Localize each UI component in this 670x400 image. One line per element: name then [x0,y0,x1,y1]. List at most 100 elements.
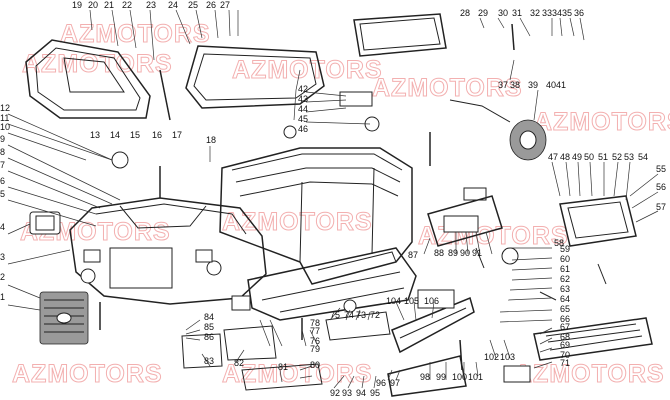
callout-number: 65 [560,304,570,314]
callout-number: 72 [370,310,380,320]
callout-number: 10 [0,122,10,132]
callout-number: 8 [0,147,5,157]
lower-door-trim [391,289,475,354]
callout-number: 69 [560,340,570,350]
callout-number: 47 [548,152,558,162]
front-cowl [69,197,267,305]
callout-number: 55 [656,164,666,174]
callout-number: 81 [278,362,288,372]
callout-number: 52 [612,152,622,162]
callout-number: 71 [560,358,570,368]
callout-number: 67 [560,322,570,332]
callout-number: 58 [554,238,564,248]
callout-number: 24 [168,0,178,10]
callout-number: 57 [656,202,666,212]
callout-number: 9 [0,134,5,144]
callout-number: 98 [420,372,430,382]
side-mirror [559,195,637,247]
callout-number: 16 [152,130,162,140]
callout-number: 40 [546,80,556,90]
callout-number: 30 [498,8,508,18]
callout-number: 23 [146,0,156,10]
callout-number: 54 [638,152,648,162]
callout-number: 35 [562,8,572,18]
callout-number: 2 [0,272,5,282]
callout-number: 25 [188,0,198,10]
watermarks: AZMOTORS AZMOTORS AZMOTORS AZMOTORS AZMO… [12,20,670,389]
callout-number: 75 [330,310,340,320]
callout-number: 31 [512,8,522,18]
door-panel [427,195,503,247]
leader-lines [7,9,659,389]
windshield-glass [185,45,325,109]
callout-number: 101 [468,372,483,382]
watermark-text: AZMOTORS [222,360,373,388]
callout-number: 11 [0,113,9,123]
lower-floor-skirt [247,247,417,321]
callout-number: 104 [386,296,401,306]
watermark-text: AZMOTORS [232,56,383,84]
headlamp [29,211,61,235]
watermark-text: AZMOTORS [22,50,173,78]
callout-number: 91 [472,248,482,258]
watermark-text: AZMOTORS [12,360,163,388]
side-window-panel [25,39,151,119]
callout-number: 89 [448,248,458,258]
callout-number: 53 [624,152,634,162]
callout-number: 95 [370,388,380,398]
callout-number: 13 [90,130,100,140]
callout-number: 28 [460,8,470,18]
callout-number: 79 [310,344,320,354]
callout-number: 60 [560,254,570,264]
callout-number: 96 [376,378,386,388]
callout-number: 1 [0,292,5,302]
rear-window-glass [353,13,447,57]
callout-number: 19 [72,0,82,10]
callout-number: 84 [204,312,214,322]
callout-number: 32 [530,8,540,18]
callout-number: 70 [560,350,570,360]
callout-number: 22 [122,0,132,10]
watermark-text: AZMOTORS [418,222,569,250]
callout-number: 61 [560,264,570,274]
callout-number: 99 [436,372,446,382]
watermark-text: AZMOTORS [60,20,211,48]
callout-number: 82 [234,358,244,368]
callout-number: 48 [560,152,570,162]
callout-number: 102 [484,352,499,362]
callout-number: 77 [310,326,320,336]
callout-number: 49 [572,152,582,162]
callout-number: 63 [560,284,570,294]
callout-number: 64 [560,294,570,304]
callout-number: 46 [298,124,308,134]
callout-number: 12 [0,103,10,113]
callout-number: 21 [104,0,114,10]
callout-number: 5 [0,189,5,199]
callout-number: 18 [206,135,216,145]
callout-number: 80 [310,360,320,370]
callout-number: 74 [344,310,354,320]
callout-number: 29 [478,8,488,18]
callout-number: 85 [204,322,214,332]
callout-number: 3 [0,252,5,262]
step-plate [387,317,653,397]
callout-number: 41 [556,80,566,90]
callout-number: 15 [130,130,140,140]
callout-number: 56 [656,182,666,192]
callout-number: 34 [552,8,562,18]
callout-number: 87 [408,250,418,260]
callout-number: 38 [510,80,520,90]
callout-number: 14 [110,130,120,140]
callout-number: 37 [498,80,508,90]
callout-number: 4 [0,222,5,232]
callout-number: 66 [560,314,570,324]
front-grille [39,291,89,345]
callout-number: 6 [0,176,5,186]
callout-number: 78 [310,318,320,328]
callout-number: 97 [390,378,400,388]
callout-number: 50 [584,152,594,162]
watermark-text: AZMOTORS [514,360,665,388]
watermark-text: AZMOTORS [372,74,523,102]
